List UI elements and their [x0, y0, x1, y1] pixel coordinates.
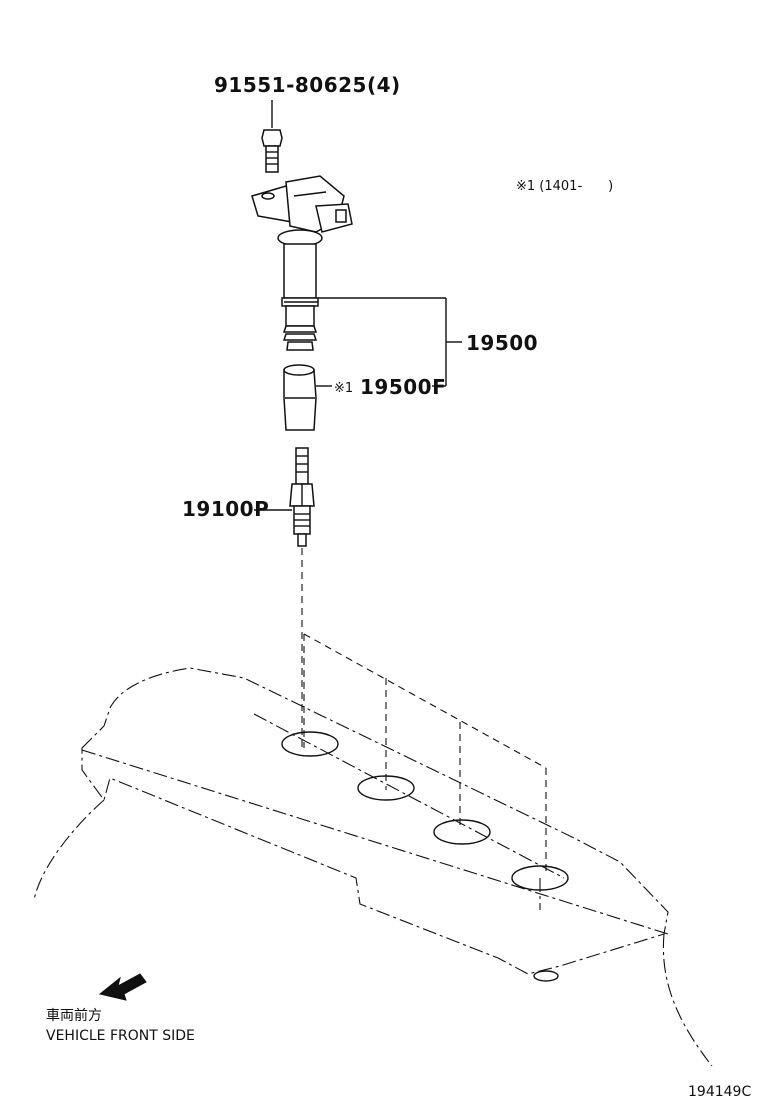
ignition-coil-drawing	[251, 175, 353, 351]
install-guides	[301, 548, 547, 872]
figure-code: 194149C	[688, 1084, 751, 1100]
coil-boot-drawing	[283, 364, 317, 431]
bolt-part-number: 91551-80625(4)	[214, 73, 401, 97]
footnote-date-range: ※1 (1401- )	[516, 179, 613, 194]
cylinder-head-outline	[33, 667, 713, 1067]
coil-boot-footnote-mark: ※1	[334, 381, 353, 396]
front-arrow-icon	[98, 973, 147, 1001]
bolt-drawing	[261, 100, 283, 173]
ignition-coil-part-number: 19500	[466, 331, 538, 355]
spark-plug-part-number: 19100P	[182, 497, 269, 521]
coil-boot-part-number: 19500F	[360, 375, 446, 399]
vehicle-front-label-jp: 車両前方	[46, 1007, 102, 1024]
spark-plug-drawing	[289, 447, 315, 547]
vehicle-front-label: VEHICLE FRONT SIDE	[46, 1028, 195, 1044]
